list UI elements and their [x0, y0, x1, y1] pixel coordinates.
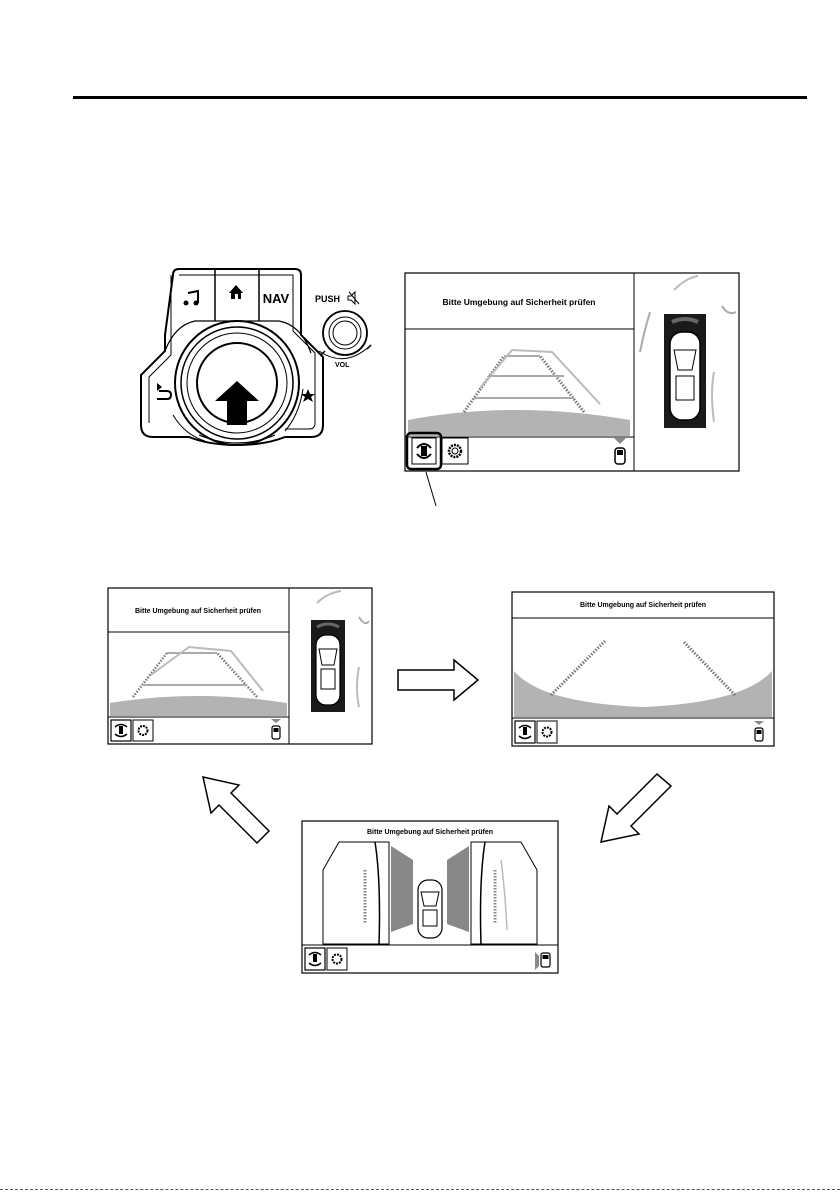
- wide-view-screen: Bitte Umgebung auf Sicherheit prüfen: [511, 591, 775, 747]
- nav-label: NAV: [263, 291, 290, 306]
- main-camera-screen: Bitte Umgebung auf Sicherheit prüfen: [404, 272, 740, 472]
- gear-icon[interactable]: [442, 438, 468, 464]
- header-rule: [73, 96, 807, 99]
- screen-title: Bitte Umgebung auf Sicherheit prüfen: [135, 608, 261, 615]
- sequence-arrow-right: [396, 658, 480, 702]
- speaker-mute-icon: [348, 292, 359, 304]
- standard-view-screen: Bitte Umgebung auf Sicherheit prüfen: [107, 587, 373, 745]
- camera-view-switch-icon[interactable]: [412, 438, 436, 464]
- screen-title: Bitte Umgebung auf Sicherheit prüfen: [367, 829, 493, 836]
- screen-title: Bitte Umgebung auf Sicherheit prüfen: [580, 602, 706, 609]
- push-label: PUSH: [315, 294, 340, 304]
- page-bottom-edge: [0, 1189, 840, 1190]
- side-view-screen: Bitte Umgebung auf Sicherheit prüfen: [301, 820, 559, 974]
- sequence-arrow-up-left: [195, 775, 275, 847]
- screen-title: Bitte Umgebung auf Sicherheit prüfen: [442, 297, 595, 307]
- commander-controller: NAV PUSH VOL: [135, 265, 375, 450]
- callout-line: [420, 470, 450, 510]
- sequence-arrow-down-left: [595, 772, 677, 844]
- vol-label: VOL: [335, 362, 350, 369]
